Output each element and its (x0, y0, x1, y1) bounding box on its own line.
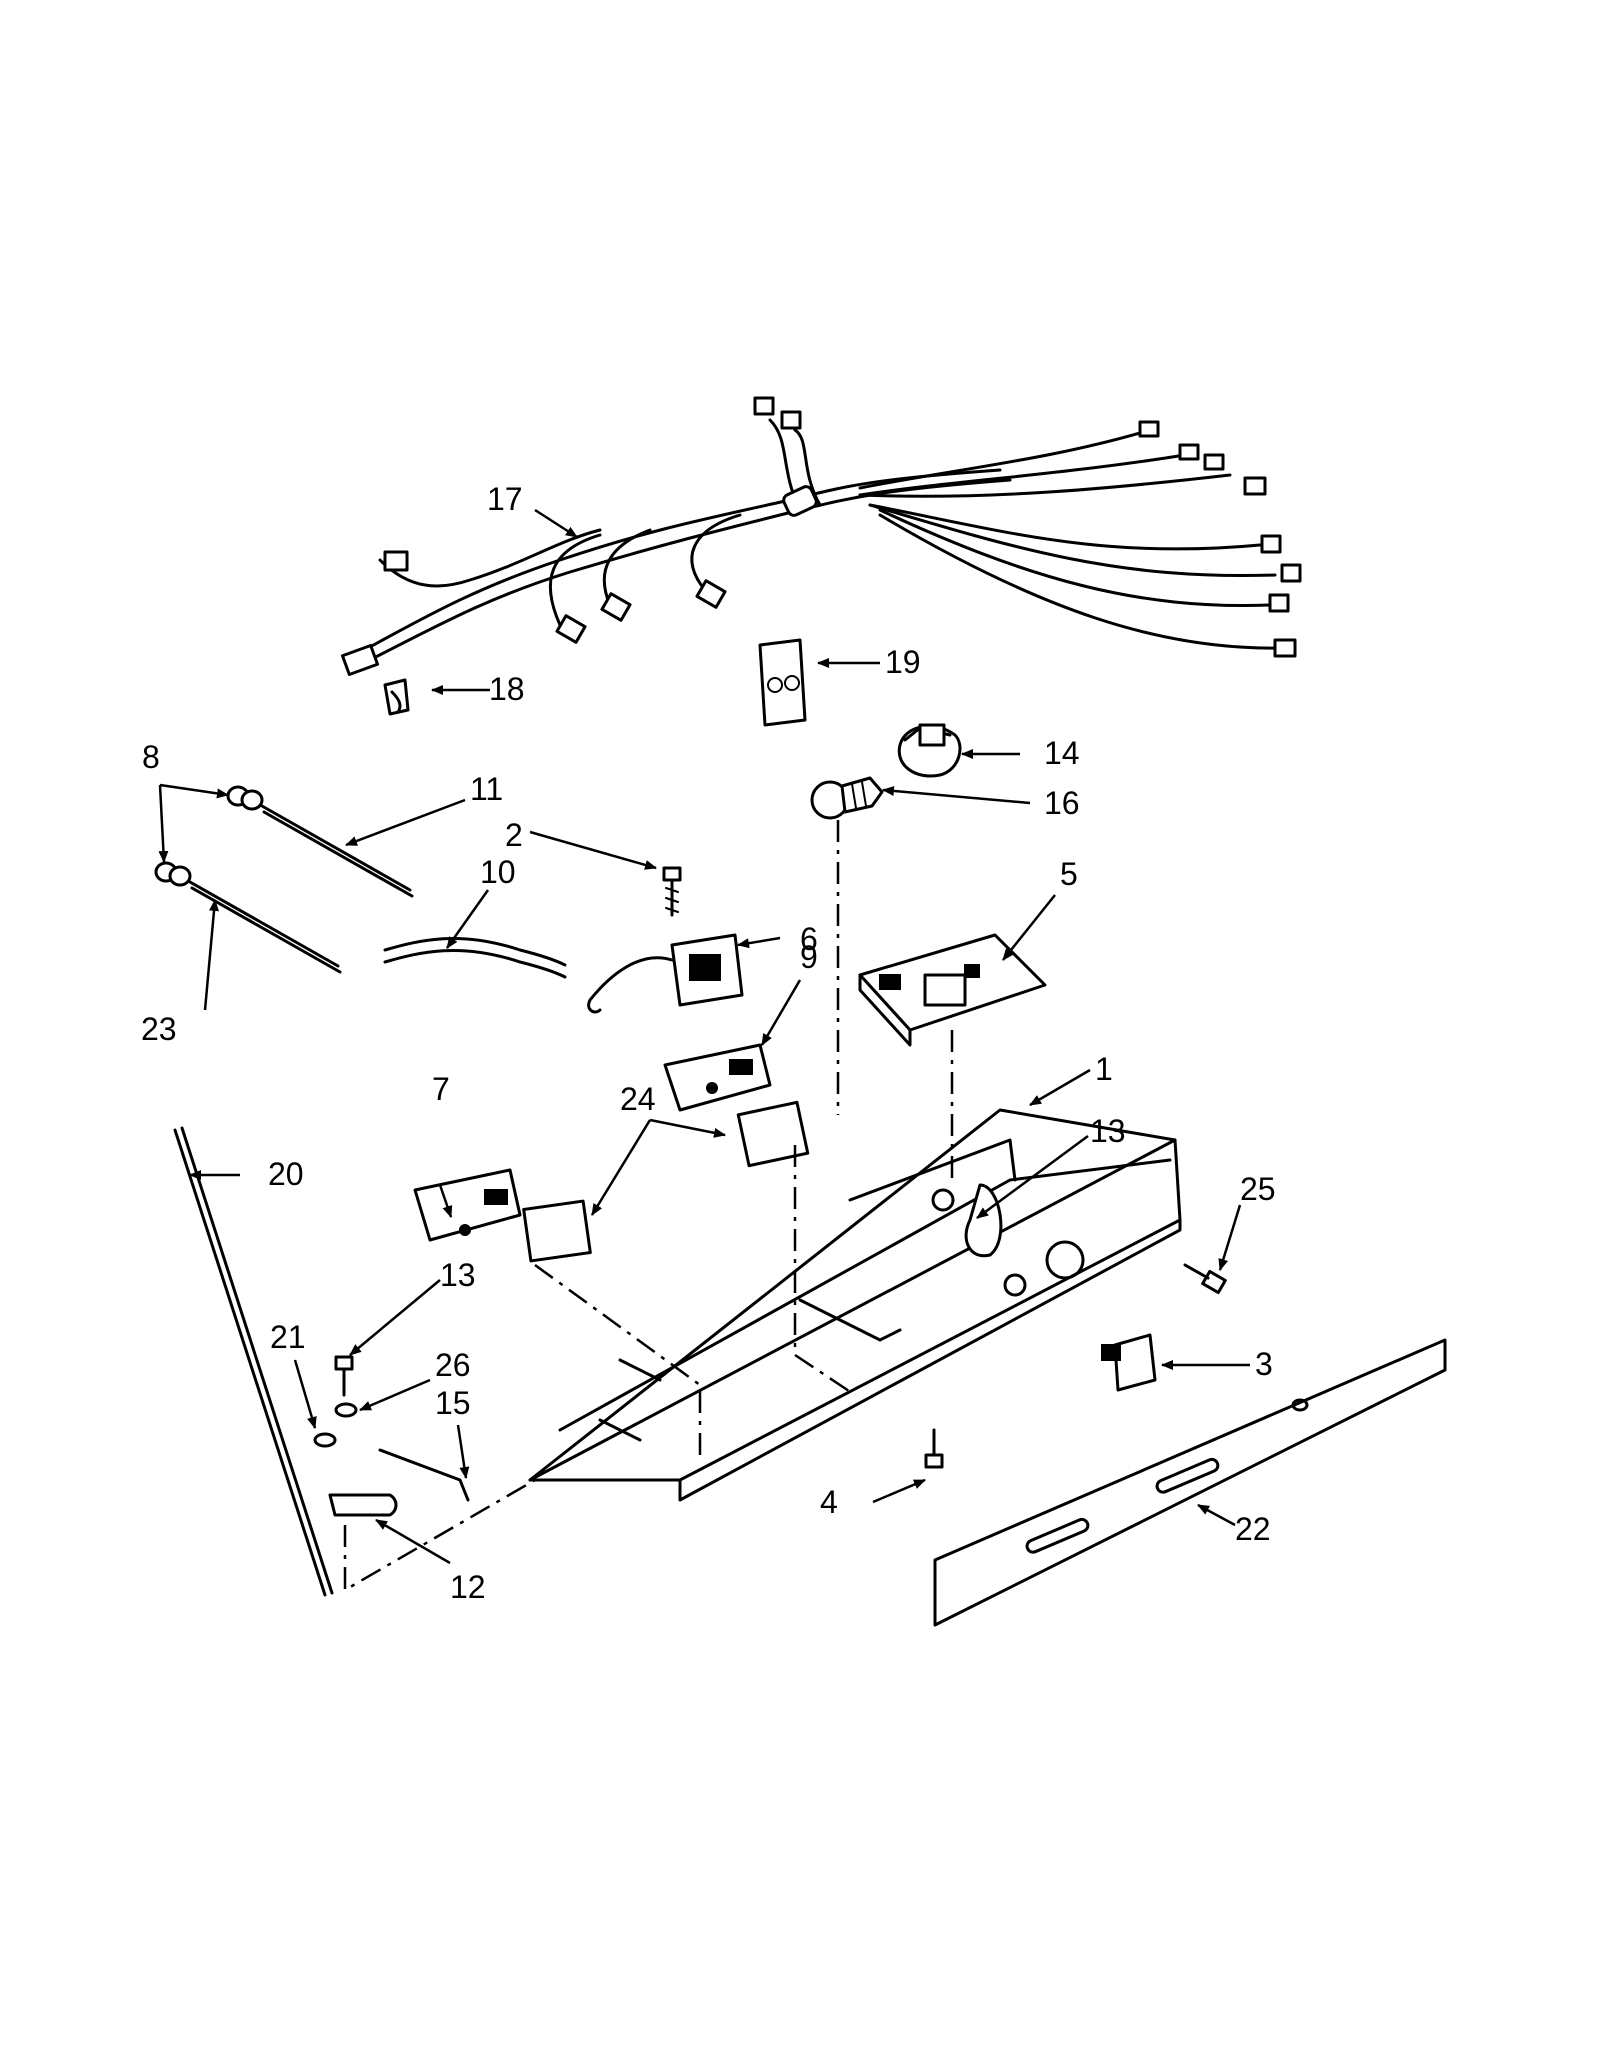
foam-pad-24a (522, 1199, 592, 1263)
callout-14: 14 (1044, 735, 1080, 771)
callout-labels: 17 18 19 14 16 8 11 2 10 23 6 5 9 1 13 2… (141, 481, 1276, 1605)
callout-24: 24 (620, 1081, 656, 1117)
grommet-pad (758, 638, 807, 727)
callout-25: 25 (1240, 1171, 1276, 1207)
callout-15: 15 (435, 1385, 471, 1421)
tube-assemblies (154, 785, 414, 974)
drain-tube (383, 936, 567, 979)
callout-13a: 13 (1090, 1113, 1126, 1149)
callout-4: 4 (820, 1484, 838, 1520)
wiring-harness (340, 396, 1302, 677)
callout-leaders (158, 508, 1250, 1565)
foam-pad-24b (736, 1100, 810, 1168)
callout-5: 5 (1060, 856, 1078, 892)
control-board (858, 933, 1047, 1047)
wire-clip (383, 678, 410, 716)
callout-20: 20 (268, 1156, 304, 1192)
callout-8: 8 (142, 739, 160, 775)
switch-6 (587, 933, 744, 1014)
callout-12: 12 (450, 1569, 486, 1605)
callout-22: 22 (1235, 1511, 1271, 1547)
cover-panel (933, 1338, 1447, 1627)
callout-11: 11 (470, 771, 503, 807)
callout-19: 19 (885, 644, 921, 680)
callout-2: 2 (505, 817, 523, 853)
lamp-socket (897, 723, 962, 778)
callout-21: 21 (270, 1319, 306, 1355)
screw-2 (662, 866, 682, 917)
callout-17: 17 (487, 481, 523, 517)
board-9 (663, 1043, 772, 1112)
screw-4 (924, 1428, 944, 1469)
callout-23: 23 (141, 1011, 177, 1047)
control-housing (528, 1108, 1182, 1502)
callout-3: 3 (1255, 1346, 1273, 1382)
switch-3 (1101, 1333, 1157, 1392)
callout-6: 6 (800, 921, 818, 957)
callout-1: 1 (1095, 1051, 1113, 1087)
callout-9: 9 (800, 939, 818, 975)
callout-16: 16 (1044, 785, 1080, 821)
board-7 (413, 1168, 522, 1242)
callout-10: 10 (480, 854, 516, 890)
hinge-hardware (313, 1355, 470, 1517)
assembly-lines (343, 820, 954, 1593)
callout-7: 7 (432, 1071, 450, 1107)
callout-26: 26 (435, 1347, 471, 1383)
callout-13b: 13 (440, 1257, 476, 1293)
rod-20 (173, 1126, 334, 1597)
light-bulb (810, 776, 884, 820)
screw-25 (1183, 1263, 1227, 1295)
callout-18: 18 (489, 671, 525, 707)
